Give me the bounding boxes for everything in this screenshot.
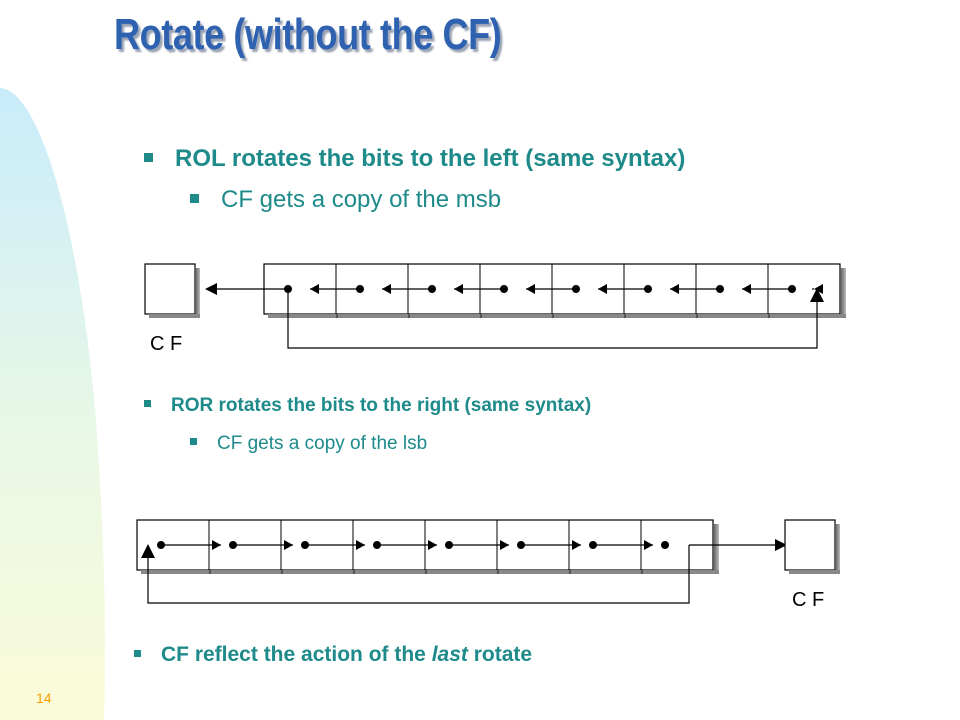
rol-wrap-around-line xyxy=(287,288,824,349)
bullet-rol-text: ROL rotates the bits to the left (same s… xyxy=(175,145,686,172)
ror-diagram: C F xyxy=(136,519,840,611)
ror-cell-shadow xyxy=(569,570,571,574)
ror-shift-arrow xyxy=(500,540,509,550)
rol-cell-shadow xyxy=(336,314,338,318)
rol-cell-shadow xyxy=(624,314,626,318)
rol-bit-dot xyxy=(356,285,364,293)
rol-diagram: C F xyxy=(144,263,846,355)
bullet-square-icon xyxy=(190,438,197,446)
rol-cell-shadow xyxy=(768,314,770,318)
ror-shift-arrow xyxy=(212,540,221,550)
bullet-square-icon xyxy=(134,649,141,657)
bullet-note-prefix: CF reflect the action of the xyxy=(161,643,432,666)
rol-bit-cells xyxy=(284,264,823,318)
rol-shift-arrow xyxy=(598,284,607,294)
rol-cell-shadow xyxy=(552,314,554,318)
ror-shift-arrow xyxy=(644,540,653,550)
bullet-note: CF reflect the action of the last rotate xyxy=(134,643,532,667)
ror-to-cf-arrow xyxy=(689,539,787,551)
rol-bit-dot xyxy=(788,285,796,293)
slide-number: 14 xyxy=(36,690,52,706)
rol-shift-arrow xyxy=(454,284,463,294)
bullet-ror-sub: CF gets a copy of the lsb xyxy=(190,433,427,455)
bullet-ror-sub-text: CF gets a copy of the lsb xyxy=(217,433,428,454)
rol-shift-arrow xyxy=(382,284,391,294)
rol-bit-dot xyxy=(572,285,580,293)
bullet-ror-text: ROR rotates the bits to the right (same … xyxy=(171,395,592,416)
ror-shift-arrow xyxy=(356,540,365,550)
ror-shift-arrow xyxy=(428,540,437,550)
rol-bit-dot xyxy=(644,285,652,293)
ror-cell-shadow xyxy=(281,570,283,574)
bullet-rol: ROL rotates the bits to the left (same s… xyxy=(144,145,685,173)
rol-bit-dot xyxy=(428,285,436,293)
rol-shift-arrow xyxy=(814,284,823,294)
rol-to-cf-arrow xyxy=(205,283,288,295)
rol-cf-box xyxy=(144,263,200,318)
bullet-note-emphasis: last xyxy=(431,643,468,666)
bullet-square-icon xyxy=(190,194,199,204)
ror-cell-shadow xyxy=(425,570,427,574)
bullet-ror: ROR rotates the bits to the right (same … xyxy=(144,395,591,417)
bullet-square-icon xyxy=(144,400,151,408)
bullet-rol-sub: CF gets a copy of the msb xyxy=(190,186,501,214)
rol-bit-dot xyxy=(500,285,508,293)
bullet-rol-sub-text: CF gets a copy of the msb xyxy=(221,186,502,213)
ror-cf-box xyxy=(784,519,840,574)
rol-shift-arrow xyxy=(742,284,751,294)
slide-title: Rotate (without the CF) xyxy=(114,10,502,59)
ror-bit-dot xyxy=(661,541,669,549)
rol-shift-arrow xyxy=(670,284,679,294)
bullet-square-icon xyxy=(144,153,153,163)
ror-cell-shadow xyxy=(497,570,499,574)
ror-bit-cells xyxy=(157,520,669,574)
rol-cell-shadow xyxy=(408,314,410,318)
rol-bit-dot xyxy=(716,285,724,293)
rol-register xyxy=(263,263,846,318)
rol-shift-arrow xyxy=(310,284,319,294)
ror-shift-arrow xyxy=(572,540,581,550)
rol-cell-shadow xyxy=(696,314,698,318)
ror-cell-shadow xyxy=(641,570,643,574)
rol-shift-arrow xyxy=(526,284,535,294)
rol-cell-shadow xyxy=(480,314,482,318)
ror-cf-label: C F xyxy=(792,589,824,611)
ror-wrap-around-line xyxy=(141,544,690,604)
ror-cell-shadow xyxy=(353,570,355,574)
bullet-note-suffix: rotate xyxy=(467,643,533,666)
ror-shift-arrow xyxy=(284,540,293,550)
rol-cf-label: C F xyxy=(150,333,182,355)
ror-cell-shadow xyxy=(209,570,211,574)
